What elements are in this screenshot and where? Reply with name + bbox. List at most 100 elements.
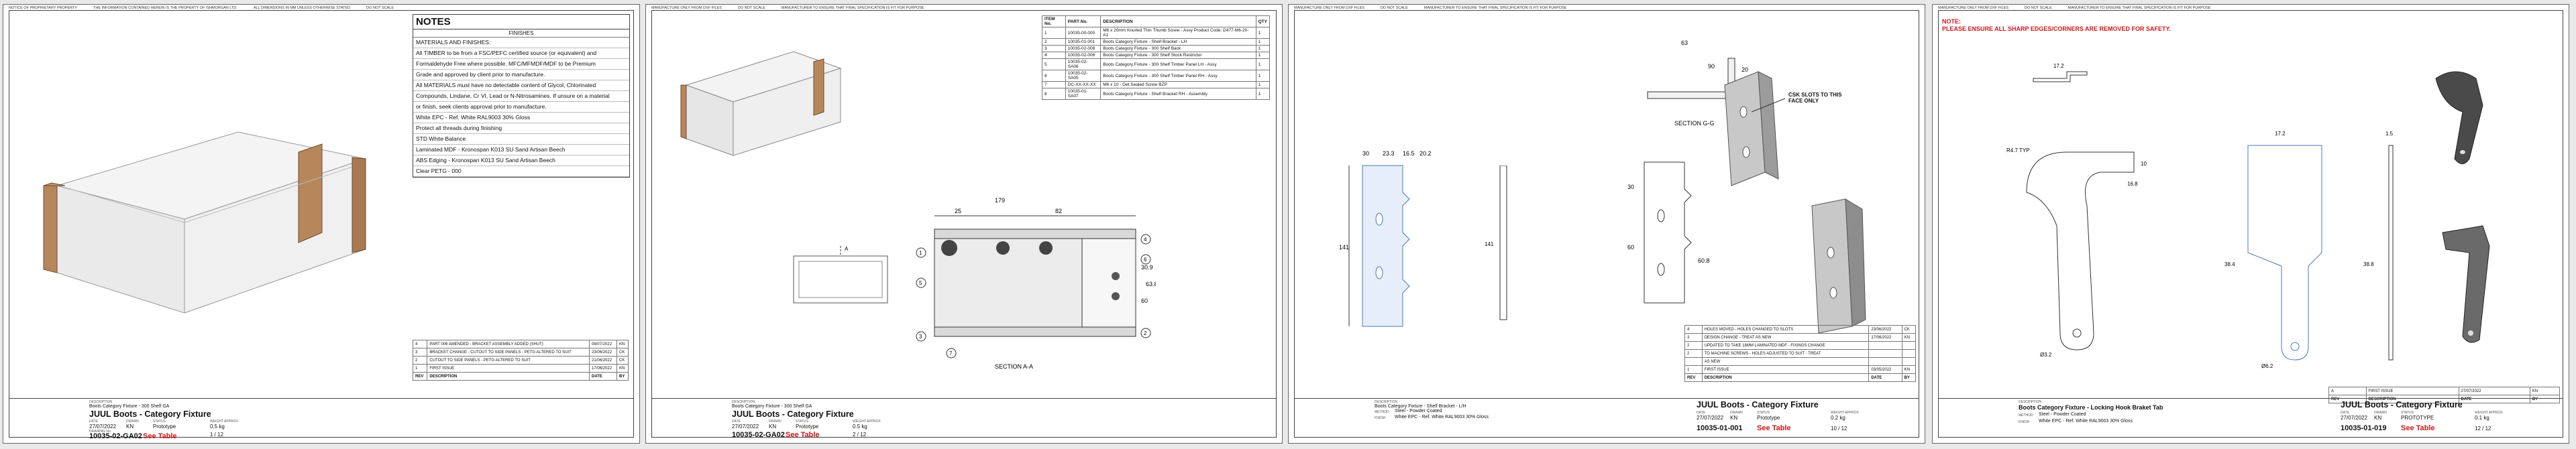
drawn-value: KN xyxy=(1730,415,1738,421)
text-cell: 4 xyxy=(412,340,428,348)
text-cell: BY xyxy=(2529,395,2561,403)
text-cell: 60.8 xyxy=(1698,257,1710,264)
text-cell: Boots Category Fixture - 300 Shelf Timbe… xyxy=(1100,70,1256,82)
bracket-right-view: 30 60 60.8 xyxy=(1627,162,1710,304)
text-cell: MANUFACTURE ONLY FROM DXF FILES xyxy=(1938,6,2008,10)
text-cell: 23.3 xyxy=(1383,150,1395,157)
note-line: ABS Edging - Kronospan K013 SU Sand Arti… xyxy=(413,155,629,166)
text-cell: MANUFACTURER TO ENSURE THAT FINAL SPECIF… xyxy=(2068,6,2211,10)
text-cell: KN xyxy=(616,340,629,348)
text-cell xyxy=(1901,349,1917,358)
svg-text:5: 5 xyxy=(919,280,922,286)
text-cell: 1 xyxy=(1684,365,1703,374)
bracket-3d-render xyxy=(1724,71,1786,186)
text-cell: DATE xyxy=(732,420,741,424)
svg-text:A: A xyxy=(845,246,849,252)
note-title: NOTE: xyxy=(1942,18,1961,25)
weight-value: 0.2 kg xyxy=(1831,415,1845,421)
text-cell: Boots Category Fixture - Shelf Bracket -… xyxy=(1100,38,1256,46)
text-cell: 1 xyxy=(1255,58,1271,70)
description-small: Boots Category Fixture - Locking Hook Br… xyxy=(2019,404,2163,411)
text-cell: 63 xyxy=(1681,40,1688,46)
text-cell: FINISH xyxy=(2019,420,2030,424)
hook-3d-render-2 xyxy=(2442,225,2490,343)
text-cell: 10035-02-SA06 xyxy=(1065,58,1102,70)
title-block: DESCRIPTION Boots Category Fixture - 300… xyxy=(651,398,1277,439)
text-cell: 1 xyxy=(1255,45,1271,52)
strip-text: ALL DIMENSIONS IN MM UNLESS OTHERWISE ST… xyxy=(253,6,351,10)
text-cell: AS NEW xyxy=(1701,357,1870,366)
text-cell: DESCRIPTION xyxy=(1701,373,1870,382)
text-cell xyxy=(1901,341,1917,350)
weight-value: 0.5 kg xyxy=(853,424,867,430)
drawing-title: JUUL Boots - Category Fixture xyxy=(2341,400,2463,409)
text-cell: QTY xyxy=(1255,15,1271,27)
text-cell: CK xyxy=(616,348,629,357)
note-line: Grade and approved by client prior to ma… xyxy=(413,70,629,80)
dim-label: 25 xyxy=(955,208,961,214)
text-cell: 2 xyxy=(1684,349,1703,358)
text-cell: DO NOT SCALE xyxy=(1380,6,1408,10)
text-cell: REV xyxy=(1684,373,1703,382)
text-cell: 10035-01-001 xyxy=(1065,38,1102,46)
text-cell: 4 xyxy=(1684,325,1703,334)
text-cell: DESCRIPTION xyxy=(427,372,590,381)
hook-outline-view: 17.2 38.4 Ø6.2 xyxy=(2224,131,2322,369)
text-cell: 60 xyxy=(1627,244,1634,251)
front-view: A xyxy=(793,246,888,304)
text-cell: CK xyxy=(1901,325,1917,334)
text-cell: PART 006 AMENDED - BRACKET ASSEMBLY ADDE… xyxy=(427,340,590,348)
dim-label: 63.8 xyxy=(1146,281,1156,287)
notes-title: NOTES xyxy=(413,15,629,29)
text-cell: 1.5 xyxy=(2385,131,2394,137)
text-cell: 20.2 xyxy=(1419,150,1432,157)
hook-profile-view: R4.7 TYP 10 16.8 Ø3.2 xyxy=(2006,147,2147,358)
text-cell: 141 xyxy=(1339,244,1349,251)
drawing-number: 10035-01-001 xyxy=(1697,424,1743,432)
text-cell: PART No. xyxy=(1065,15,1102,27)
note-line: All TIMBER to be from a FSC/PEFC certifi… xyxy=(413,48,629,59)
svg-text:4: 4 xyxy=(1144,237,1147,243)
text-cell: DESCRIPTION xyxy=(732,400,755,404)
text-cell: DATE xyxy=(89,420,98,424)
sheet-number: 12 / 12 xyxy=(2475,426,2491,432)
dim-label: 179 xyxy=(995,197,1005,204)
bracket-3d-render-2 xyxy=(1811,198,1866,334)
text-cell: DRAWING No. xyxy=(89,430,112,434)
material-value: See Table xyxy=(2401,424,2435,432)
title-block: DESCRIPTION Boots Category Fixture - Loc… xyxy=(1938,398,2563,438)
text-cell: METHOD xyxy=(1375,410,1389,414)
note-line: or finish, seek clients approval prior t… xyxy=(413,102,629,113)
dim-label: 30.9 xyxy=(1141,264,1153,271)
text-cell: CUTOUT TO SIDE PANELS - PETG ALTERED TO … xyxy=(427,356,590,365)
text-cell: 10035-02-006 xyxy=(1065,52,1102,59)
strip-text: NOTICE OF PROPRIETARY PROPERTY xyxy=(9,6,77,10)
text-cell: 8 xyxy=(1042,88,1066,100)
text-cell: 1 xyxy=(1042,27,1066,39)
text-cell: 1 xyxy=(1255,52,1271,59)
bracket-side-view: 141 xyxy=(1485,166,1507,320)
text-cell: DESCRIPTION xyxy=(2019,400,2042,404)
weight-value: 0.1 kg xyxy=(2475,415,2489,421)
text-cell: 3 xyxy=(1042,45,1066,52)
text-cell: REV xyxy=(412,372,428,381)
text-cell: DATE xyxy=(589,372,617,381)
text-cell: CK xyxy=(616,356,629,365)
text-cell: 30 xyxy=(1362,150,1369,157)
hook-3d-render xyxy=(2435,71,2483,164)
status-value: Prototype xyxy=(796,424,819,430)
sheet-frame xyxy=(1938,10,2563,438)
date-value: 27/07/2022 xyxy=(1697,415,1724,421)
